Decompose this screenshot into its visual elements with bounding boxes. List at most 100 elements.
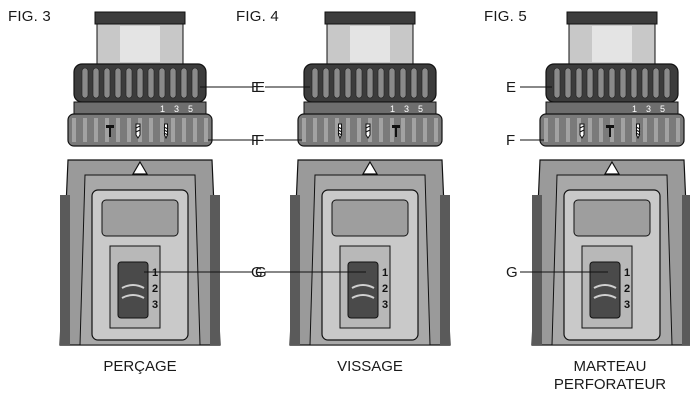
torque-scale-number: 5 xyxy=(188,104,193,114)
caption-fig5: MARTEAU PERFORATEUR xyxy=(540,358,680,394)
figure-3-label: FIG. 3 xyxy=(8,8,51,25)
mode-ring-groove xyxy=(544,118,548,142)
mode-ring-groove xyxy=(665,118,669,142)
collar-ridge xyxy=(103,67,111,99)
screw-icon xyxy=(337,123,343,140)
mode-ring-groove xyxy=(171,118,175,142)
mode-ring-groove xyxy=(83,118,87,142)
torque-scale-number: 1 xyxy=(390,104,395,114)
chuck-top-band xyxy=(566,11,658,25)
callout-g-fig5: G xyxy=(506,264,518,281)
collar-ridge xyxy=(125,67,133,99)
gear-position-number: 1 xyxy=(624,267,630,279)
torque-scale-number: 1 xyxy=(160,104,165,114)
gear-switch-g xyxy=(117,261,149,319)
gear-switch-g xyxy=(589,261,621,319)
collar-ridge xyxy=(136,67,144,99)
collar-ridge xyxy=(377,67,385,99)
collar-ridge xyxy=(575,67,583,99)
mode-ring-groove xyxy=(302,118,306,142)
mode-ring-groove xyxy=(335,118,339,142)
collar-ridge xyxy=(169,67,177,99)
collar-ridge xyxy=(597,67,605,99)
switch-grip-line xyxy=(351,294,375,299)
gear-position-number: 2 xyxy=(624,283,630,295)
collar-ridge xyxy=(344,67,352,99)
chuck-sleeve-highlight xyxy=(592,26,632,62)
caption-fig5-line1: MARTEAU xyxy=(573,358,647,375)
collar-ridge xyxy=(641,67,649,99)
gear-position-number: 1 xyxy=(382,267,388,279)
mode-ring-groove xyxy=(654,118,658,142)
collar-ridge xyxy=(81,67,89,99)
chuck-top-band xyxy=(324,11,416,25)
selector-upper-panel xyxy=(331,199,409,237)
caption-fig3: PERÇAGE xyxy=(80,358,200,376)
mode-ring-groove xyxy=(313,118,317,142)
gear-position-number: 3 xyxy=(382,299,388,311)
collar-ridge xyxy=(663,67,671,99)
callout-e-fig3: E xyxy=(255,79,266,96)
torque-scale-band xyxy=(545,101,679,115)
hammer-icon xyxy=(606,125,614,137)
mode-ring-groove xyxy=(72,118,76,142)
mode-ring-groove xyxy=(357,118,361,142)
collar-ridge xyxy=(158,67,166,99)
mode-ring-groove xyxy=(632,118,636,142)
mode-ring-groove xyxy=(379,118,383,142)
collar-ridge xyxy=(366,67,374,99)
gear-position-number: 3 xyxy=(624,299,630,311)
torque-scale-band xyxy=(73,101,207,115)
screw-icon xyxy=(163,123,169,140)
mode-ring-groove xyxy=(643,118,647,142)
collar-ridge xyxy=(652,67,660,99)
callout-f-fig4: F xyxy=(251,132,261,149)
body-side-shade-left xyxy=(532,195,542,345)
selector-upper-panel xyxy=(101,199,179,237)
mode-ring-groove xyxy=(577,118,581,142)
caption-fig5-line2: PERFORATEUR xyxy=(553,376,667,393)
mode-ring-groove xyxy=(94,118,98,142)
callout-f-fig3: F xyxy=(255,132,265,149)
hammer-icon xyxy=(106,125,114,137)
collar-ridge xyxy=(399,67,407,99)
collar-ridge xyxy=(355,67,363,99)
collar-ridge xyxy=(311,67,319,99)
switch-grip-line xyxy=(121,284,145,289)
mode-ring-groove xyxy=(204,118,208,142)
hammer-icon xyxy=(392,125,400,137)
torque-scale-number: 3 xyxy=(646,104,651,114)
figure-4-label: FIG. 4 xyxy=(236,8,279,25)
collar-ridge xyxy=(586,67,594,99)
caption-fig3-line1: PERÇAGE xyxy=(103,358,177,375)
collar-ridge xyxy=(421,67,429,99)
mode-ring-groove xyxy=(676,118,680,142)
collar-ridge xyxy=(114,67,122,99)
mode-ring-groove xyxy=(127,118,131,142)
torque-scale-number: 5 xyxy=(660,104,665,114)
mode-ring-groove xyxy=(149,118,153,142)
mode-ring-groove xyxy=(105,118,109,142)
collar-ridge xyxy=(388,67,396,99)
torque-scale-number: 3 xyxy=(174,104,179,114)
mode-ring-groove xyxy=(182,118,186,142)
mode-ring-groove xyxy=(555,118,559,142)
body-side-shade-right xyxy=(682,195,690,345)
mode-ring-groove xyxy=(116,118,120,142)
gear-position-number: 3 xyxy=(152,299,158,311)
mode-ring-groove xyxy=(324,118,328,142)
mode-ring-groove xyxy=(346,118,350,142)
drill-bit-icon xyxy=(579,123,585,139)
figure-5-label: FIG. 5 xyxy=(484,8,527,25)
switch-grip-line xyxy=(593,294,617,299)
torque-scale-number: 1 xyxy=(632,104,637,114)
mode-ring-groove xyxy=(599,118,603,142)
switch-grip-line xyxy=(351,284,375,289)
switch-grip-line xyxy=(121,294,145,299)
mode-ring-groove xyxy=(412,118,416,142)
mode-ring-groove xyxy=(588,118,592,142)
body-side-shade-right xyxy=(210,195,220,345)
